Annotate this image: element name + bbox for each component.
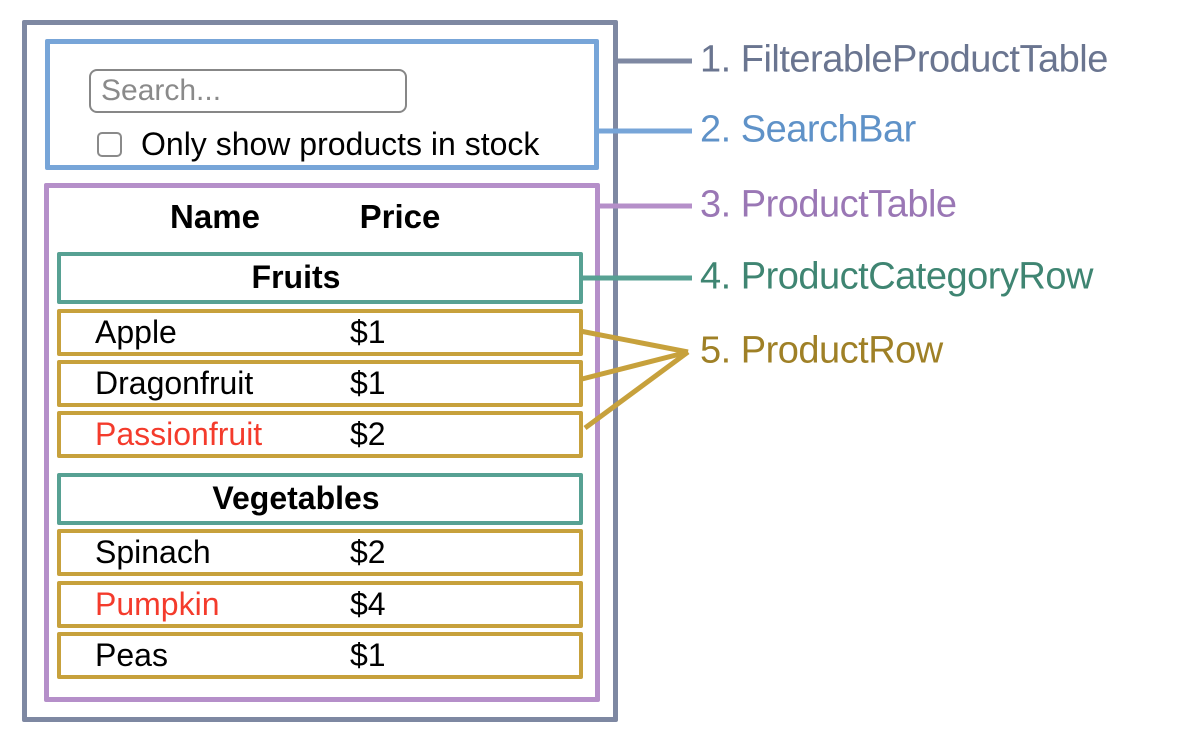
product-row-spinach: Spinach $2 xyxy=(57,529,583,576)
product-row-pumpkin: Pumpkin $4 xyxy=(57,581,583,628)
product-name: Passionfruit xyxy=(95,415,263,452)
category-row-vegetables: Vegetables xyxy=(57,473,583,525)
category-label: Fruits xyxy=(251,258,341,295)
product-name: Dragonfruit xyxy=(95,364,254,401)
product-name: Apple xyxy=(95,313,177,350)
product-price: $1 xyxy=(350,636,386,673)
product-name: Pumpkin xyxy=(95,585,220,622)
annotation-filterable-product-table: 1. FilterableProductTable xyxy=(700,38,1108,81)
annotation-product-row: 5. ProductRow xyxy=(700,329,943,372)
category-row-fruits: Fruits xyxy=(57,252,583,304)
product-row-dragonfruit: Dragonfruit $1 xyxy=(57,360,583,407)
product-price: $2 xyxy=(350,415,386,452)
product-row-peas: Peas $1 xyxy=(57,632,583,679)
product-row-passionfruit: Passionfruit $2 xyxy=(57,411,583,458)
annotation-product-table: 3. ProductTable xyxy=(700,183,957,226)
annotation-search-bar: 2. SearchBar xyxy=(700,108,916,151)
search-input[interactable] xyxy=(89,69,407,113)
in-stock-checkbox[interactable] xyxy=(97,132,122,157)
annotation-product-category-row: 4. ProductCategoryRow xyxy=(700,255,1093,298)
column-header-name: Name xyxy=(170,198,260,235)
product-price: $1 xyxy=(350,313,386,350)
product-price: $2 xyxy=(350,533,386,570)
product-row-apple: Apple $1 xyxy=(57,309,583,356)
product-price: $4 xyxy=(350,585,386,622)
product-name: Spinach xyxy=(95,533,211,570)
column-header-price: Price xyxy=(359,198,441,235)
product-price: $1 xyxy=(350,364,386,401)
category-label: Vegetables xyxy=(212,479,380,516)
in-stock-checkbox-label: Only show products in stock xyxy=(141,125,540,162)
product-name: Peas xyxy=(95,636,168,673)
